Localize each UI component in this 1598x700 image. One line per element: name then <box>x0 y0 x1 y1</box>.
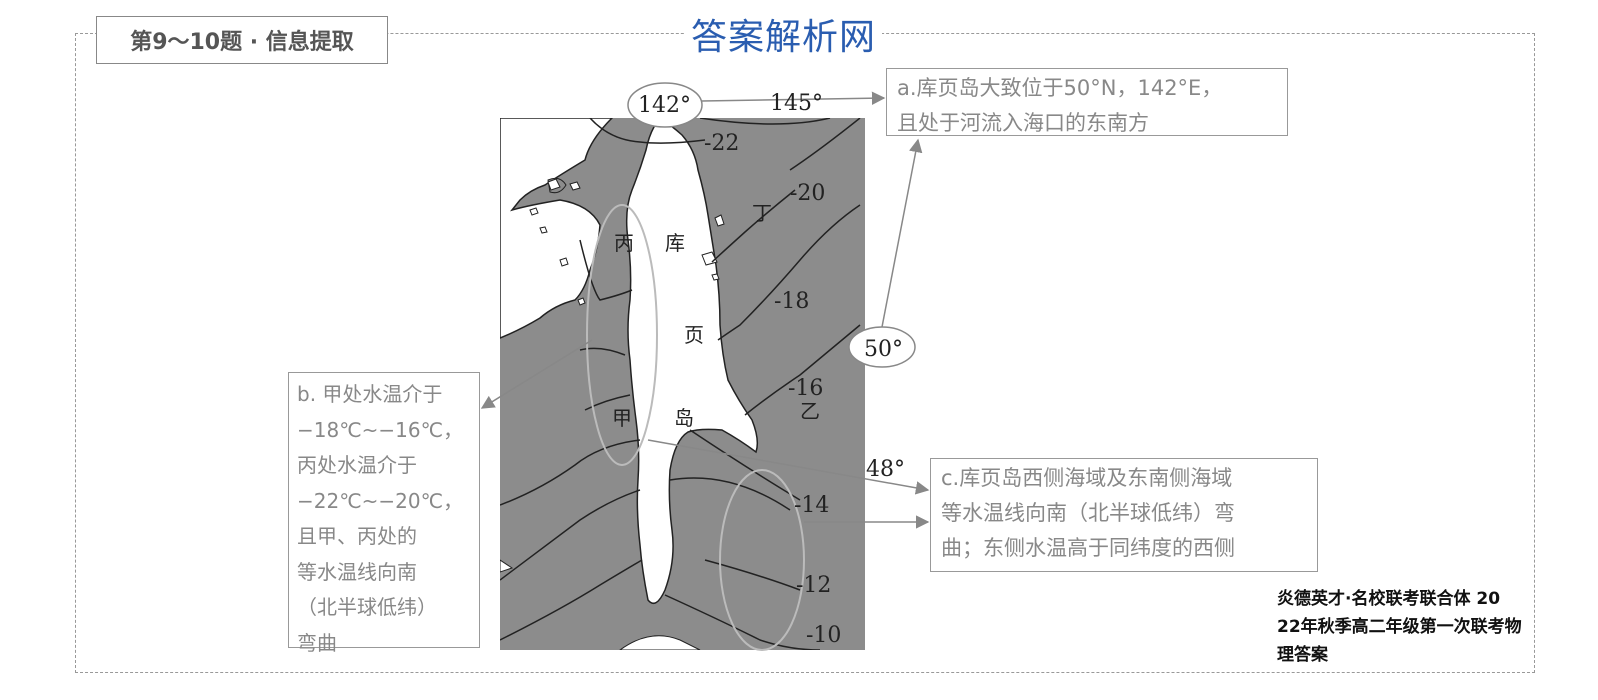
note-b: b. 甲处水温介于 −18℃~−16℃， 丙处水温介于 −22℃~−20℃， 且… <box>288 372 480 655</box>
ellipse-142 <box>627 82 703 128</box>
island-char-dao: 岛 <box>674 406 694 430</box>
place-ding: 丁 <box>752 201 772 225</box>
island-char-ye: 页 <box>684 323 704 347</box>
note-c: c.库页岛西侧海域及东南侧海域 等水温线向南（北半球低纬）弯 曲；东侧水温高于同… <box>930 458 1318 572</box>
isotherm-label: -14 <box>794 493 829 518</box>
isotherm-label: -20 <box>790 181 825 206</box>
question-title: 第9～10题 · 信息提取 <box>96 16 388 64</box>
label-lon-145: 145° <box>770 91 823 116</box>
note-line: b. 甲处水温介于 <box>297 382 443 406</box>
note-line: 且甲、丙处的 <box>297 524 417 548</box>
label-lon-142: 142° <box>638 93 691 118</box>
mainland <box>500 118 614 339</box>
isotherm-label: -10 <box>806 623 841 648</box>
source-text: 炎德英才·名校联考联合体 20 22年秋季高二年级第一次联考物 理答案 <box>1277 585 1595 669</box>
place-jia: 甲 <box>612 406 632 430</box>
note-line: −18℃~−16℃， <box>297 417 464 442</box>
ellipse-west <box>586 204 658 466</box>
source-line: 22年秋季高二年级第一次联考物 <box>1277 617 1522 637</box>
note-line: −22℃~−20℃， <box>297 488 464 513</box>
note-line: 且处于河流入海口的东南方 <box>897 111 1149 135</box>
place-bing: 丙 <box>614 231 634 255</box>
note-line: 弯曲 <box>297 630 337 655</box>
note-line: 丙处水温介于 <box>297 453 417 477</box>
island-char-ku: 库 <box>665 231 685 255</box>
isotherm-label: -16 <box>788 376 823 401</box>
note-line: 曲；东侧水温高于同纬度的西侧 <box>941 536 1235 560</box>
place-yi: 乙 <box>800 399 820 423</box>
note-line: a.库页岛大致位于50°N，142°E， <box>897 76 1223 100</box>
watermark: 答案解析网 <box>685 8 883 60</box>
label-lat-50: 50° <box>864 337 903 362</box>
source-line: 炎德英才·名校联考联合体 20 <box>1277 589 1501 609</box>
note-line: 等水温线向南（北半球低纬）弯 <box>941 501 1235 525</box>
label-lat-48: 48° <box>866 457 905 482</box>
ellipse-southeast <box>719 469 805 651</box>
note-line: 等水温线向南 <box>297 559 417 584</box>
isotherm-lines <box>500 118 861 650</box>
isotherm-label: -18 <box>774 289 809 314</box>
source-line: 理答案 <box>1277 645 1328 665</box>
note-line: c.库页岛西侧海域及东南侧海域 <box>941 466 1233 490</box>
isotherm-label: -12 <box>796 573 831 598</box>
note-line: （北半球低纬） <box>297 595 437 619</box>
note-a: a.库页岛大致位于50°N，142°E， 且处于河流入海口的东南方 <box>886 68 1288 136</box>
isotherm-label: -22 <box>704 131 739 156</box>
